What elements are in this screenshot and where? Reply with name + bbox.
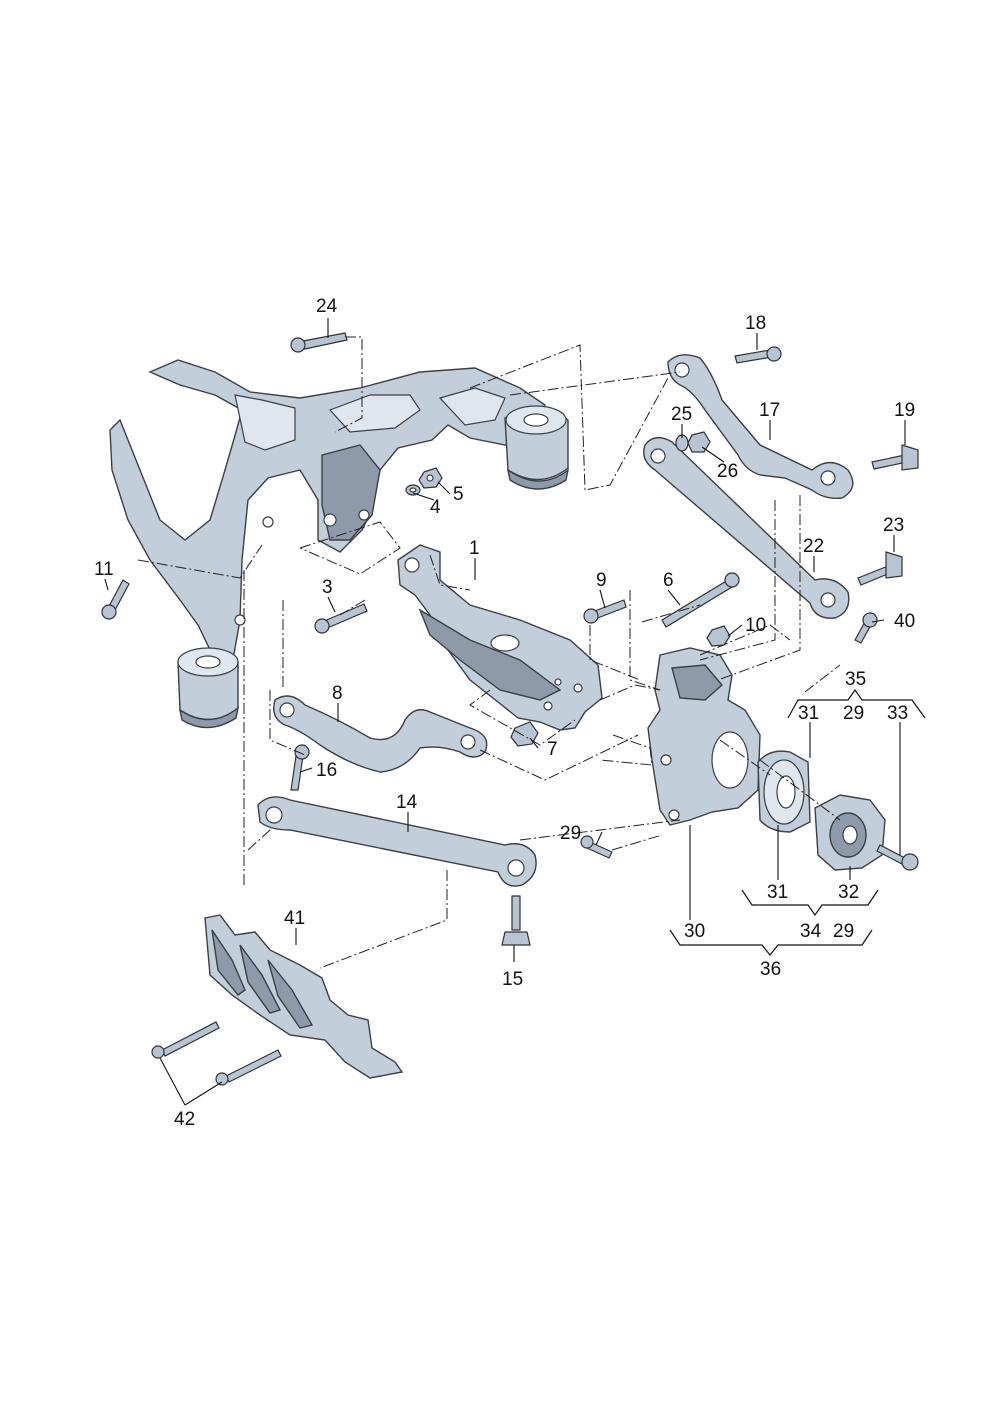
callout-5: 5 xyxy=(453,484,464,505)
link-22 xyxy=(643,437,850,619)
callout-31-bottom: 31 xyxy=(767,882,788,903)
rear-subframe xyxy=(109,359,570,729)
bolt-6 xyxy=(661,572,740,628)
alignment-lines xyxy=(137,336,841,969)
wheel-bearing xyxy=(757,750,811,833)
callout-34: 34 xyxy=(800,921,822,942)
callout-25: 25 xyxy=(671,404,692,425)
track-rod-14 xyxy=(257,796,537,887)
bolt-3 xyxy=(314,603,368,634)
bolt-18 xyxy=(734,346,782,364)
callout-9: 9 xyxy=(596,570,607,591)
wheel-hub xyxy=(814,794,886,871)
callout-18: 18 xyxy=(745,313,766,334)
brace-34 xyxy=(741,889,879,917)
callout-16: 16 xyxy=(316,760,337,781)
group-braces xyxy=(669,688,926,956)
nut-10 xyxy=(706,625,731,647)
callout-8: 8 xyxy=(332,683,343,704)
callout-23: 23 xyxy=(883,515,904,536)
callout-10: 10 xyxy=(745,615,766,636)
bolts-42 xyxy=(151,1021,282,1086)
underbody-guard xyxy=(204,914,404,1079)
lower-wishbone xyxy=(397,544,603,731)
callout-14: 14 xyxy=(396,792,418,813)
bolt-19 xyxy=(871,444,919,471)
nut-5 xyxy=(418,467,443,489)
control-arm-8 xyxy=(273,695,488,773)
bolt-40 xyxy=(854,612,878,644)
callout-29-bracket35: 29 xyxy=(843,703,864,724)
callout-7: 7 xyxy=(547,739,558,760)
upper-arm-17 xyxy=(667,354,854,500)
bolt-29-knuckle xyxy=(580,835,613,859)
callout-33: 33 xyxy=(887,703,908,724)
wheel-bearing-housing xyxy=(647,647,761,826)
bolt-11 xyxy=(101,579,130,620)
callout-15: 15 xyxy=(502,969,523,990)
callout-30: 30 xyxy=(684,921,705,942)
callout-3: 3 xyxy=(322,577,333,598)
callout-24: 24 xyxy=(316,296,338,317)
washer-4 xyxy=(405,484,421,496)
callout-40: 40 xyxy=(894,611,915,632)
callout-32: 32 xyxy=(838,882,859,903)
callout-31-top: 31 xyxy=(798,703,819,724)
callout-36: 36 xyxy=(760,959,781,980)
bolt-33 xyxy=(876,844,919,871)
bolt-16 xyxy=(290,744,310,791)
leader-lines xyxy=(104,318,906,1106)
callout-17: 17 xyxy=(759,400,780,421)
nut-26 xyxy=(687,431,711,453)
callout-6: 6 xyxy=(663,570,674,591)
brace-35 xyxy=(787,688,926,719)
callout-4: 4 xyxy=(430,497,441,518)
bolt-9 xyxy=(583,599,627,624)
callout-41: 41 xyxy=(284,908,305,929)
callout-19: 19 xyxy=(894,400,915,421)
callout-22: 22 xyxy=(803,536,824,557)
callout-26: 26 xyxy=(717,461,738,482)
callout-1: 1 xyxy=(469,538,480,559)
callout-29-knuckle: 29 xyxy=(560,823,581,844)
brace-36 xyxy=(669,929,873,956)
callout-42: 42 xyxy=(174,1109,195,1130)
callout-11: 11 xyxy=(94,559,114,580)
bolt-23 xyxy=(857,551,903,586)
callout-labels: 24 1 3 4 5 6 7 8 9 10 11 14 15 16 17 18 … xyxy=(94,296,915,1130)
bolt-24 xyxy=(290,332,348,353)
bolt-15 xyxy=(501,895,531,946)
callout-35: 35 xyxy=(845,669,866,690)
callout-29-bracket34: 29 xyxy=(833,921,854,942)
